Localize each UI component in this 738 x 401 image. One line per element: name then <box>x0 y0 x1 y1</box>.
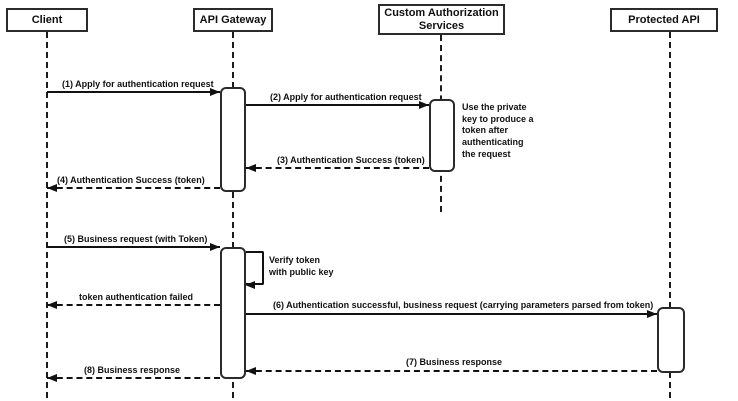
arrow-msg2 <box>246 101 429 109</box>
arrow-msg-token-failed <box>47 301 220 309</box>
label-msg-token-failed: token authentication failed <box>79 292 194 302</box>
actor-custom-authorization-services: Custom Authorization Services <box>378 4 505 35</box>
arrow-msg6 <box>246 310 657 318</box>
label-msg4: (4) Authentication Success (token) <box>57 175 205 185</box>
arrow-msg5 <box>47 243 220 251</box>
arrow-self-verify-token <box>245 251 264 289</box>
lifeline-client <box>46 32 48 398</box>
arrowhead-icon <box>210 88 220 96</box>
arrowhead-icon <box>246 367 256 375</box>
label-msg7: (7) Business response <box>406 357 503 367</box>
actor-api-gateway: API Gateway <box>193 8 273 32</box>
arrow-msg3 <box>246 164 429 172</box>
activation-protected-api <box>657 307 685 373</box>
arrowhead-icon <box>210 243 220 251</box>
arrowhead-icon <box>47 374 57 382</box>
note-private-key: Use the private key to produce a token a… <box>462 102 534 159</box>
label-msg3: (3) Authentication Success (token) <box>277 155 425 165</box>
actor-protected-api: Protected API <box>610 8 718 32</box>
arrowhead-icon <box>647 310 657 318</box>
label-msg8: (8) Business response <box>84 365 181 375</box>
label-self-verify-token: Verify token with public key <box>269 255 334 277</box>
arrowhead-icon <box>419 101 429 109</box>
label-msg5: (5) Business request (with Token) <box>64 234 208 244</box>
lifeline-protected-api <box>669 32 671 398</box>
arrowhead-icon <box>245 281 255 289</box>
label-msg6: (6) Authentication successful, business … <box>273 300 654 310</box>
arrowhead-icon <box>47 184 57 192</box>
arrow-msg4 <box>47 184 220 192</box>
activation-api-gateway-business <box>220 247 246 379</box>
arrow-msg1 <box>47 88 220 96</box>
label-msg2: (2) Apply for authentication request <box>270 92 422 102</box>
activation-custom-authorization-services <box>429 99 455 172</box>
arrowhead-icon <box>246 164 256 172</box>
label-msg1: (1) Apply for authentication request <box>62 79 214 89</box>
arrow-msg7 <box>246 367 657 375</box>
lifeline-api-gateway <box>232 32 234 398</box>
arrowhead-icon <box>47 301 57 309</box>
actor-client: Client <box>6 8 88 32</box>
arrow-msg8 <box>47 374 220 382</box>
activation-api-gateway-auth <box>220 87 246 192</box>
